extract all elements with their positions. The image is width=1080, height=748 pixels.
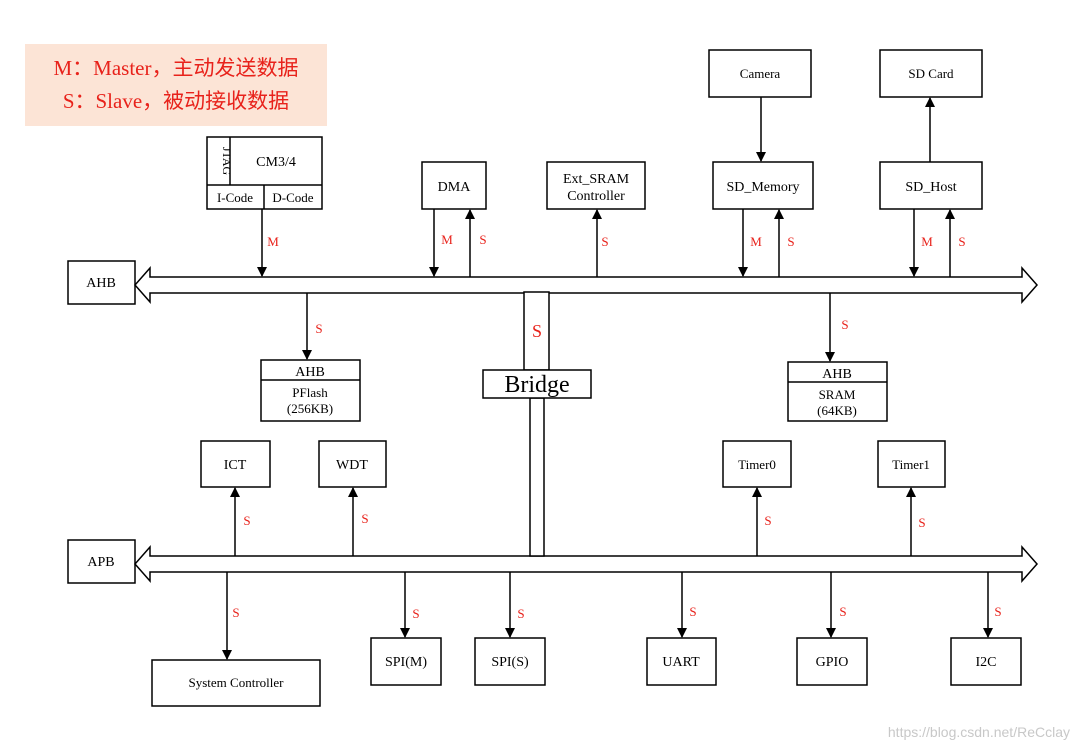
cpu-title: CM3/4 [256,155,296,170]
port-label-timer0-s: S [764,513,771,528]
pflash-label-2: (256KB) [287,401,333,416]
spi-m-box [370,637,442,686]
legend-box: M：Master，主动发送数据 S：Slave，被动接收数据 [25,44,327,126]
port-label-dma-m: M [441,232,453,247]
port-label-spi-s-s: S [517,606,524,621]
sd-host-box [879,161,983,210]
port-label-sd-host-s: S [958,234,965,249]
ahb-label-box [67,260,136,305]
port-label-pflash-s: S [315,321,322,336]
i2c-box [950,637,1022,686]
ict-label: ICT [224,458,247,473]
port-label-sd-host-m: M [921,234,933,249]
sd-host-label: SD_Host [905,180,956,195]
wdt-label: WDT [336,458,368,473]
spi-m-label: SPI(M) [385,655,427,670]
system-controller-box [151,659,321,707]
timer1-label: Timer1 [892,457,930,472]
port-label-timer1-s: S [918,515,925,530]
sram-label-1: SRAM [819,387,856,402]
spi-s-box [474,637,546,686]
port-label-dma-s: S [479,232,486,247]
port-label-bridge-s: S [532,321,542,341]
pflash-box [260,359,361,422]
cpu-dcode: D-Code [272,190,313,205]
port-label-cpu-m: M [267,234,279,249]
system-controller-label: System Controller [189,675,285,690]
port-label-sd-memory-m: M [750,234,762,249]
camera-box [708,49,812,98]
uart-label: UART [662,655,700,670]
port-label-sram-s: S [841,317,848,332]
legend-master: M：Master，主动发送数据 [53,56,299,80]
port-label-spi-m-s: S [412,606,419,621]
i2c-label: I2C [976,655,997,670]
ahb-bus [133,266,1039,304]
camera-label: Camera [740,66,781,81]
port-label-i2c-s: S [994,604,1001,619]
sd-card-label: SD Card [908,66,954,81]
apb-label-box [67,539,136,584]
sd-memory-label: SD_Memory [726,180,799,195]
dma-label: DMA [438,180,472,195]
ext-sram-label-1: Ext_SRAM [563,172,630,187]
port-label-uart-s: S [689,604,696,619]
port-label-wdt-s: S [361,511,368,526]
ahb-label: AHB [86,276,116,291]
gpio-box [796,637,868,686]
port-label-ext-sram-s: S [601,234,608,249]
bridge-box [482,369,592,399]
cpu-icode: I-Code [217,190,253,205]
port-label-sd-memory-s: S [787,234,794,249]
sram-box [787,361,888,422]
port-label-ict-s: S [243,513,250,528]
gpio-label: GPIO [816,655,849,670]
dma-box [421,161,487,210]
bridge-label: Bridge [504,372,569,398]
ext-sram-label-2: Controller [567,189,625,204]
apb-label: APB [87,555,114,570]
apb-bus [133,545,1039,583]
spi-s-label: SPI(S) [491,655,529,670]
pflash-bus-label: AHB [295,365,325,380]
bridge-lower-column [529,397,545,557]
bridge-upper-column [523,291,550,371]
cpu-jtag: JTAG [220,147,234,176]
uart-box [646,637,717,686]
timer0-label: Timer0 [738,457,776,472]
sram-bus-label: AHB [822,367,852,382]
legend-slave: S：Slave，被动接收数据 [62,89,290,113]
sd-memory-box [712,161,814,210]
port-label-gpio-s: S [839,604,846,619]
port-label-system-controller-s: S [232,605,239,620]
watermark: https://blog.csdn.net/ReCclay [887,724,1070,740]
pflash-label-1: PFlash [292,385,328,400]
sram-label-2: (64KB) [817,403,857,418]
